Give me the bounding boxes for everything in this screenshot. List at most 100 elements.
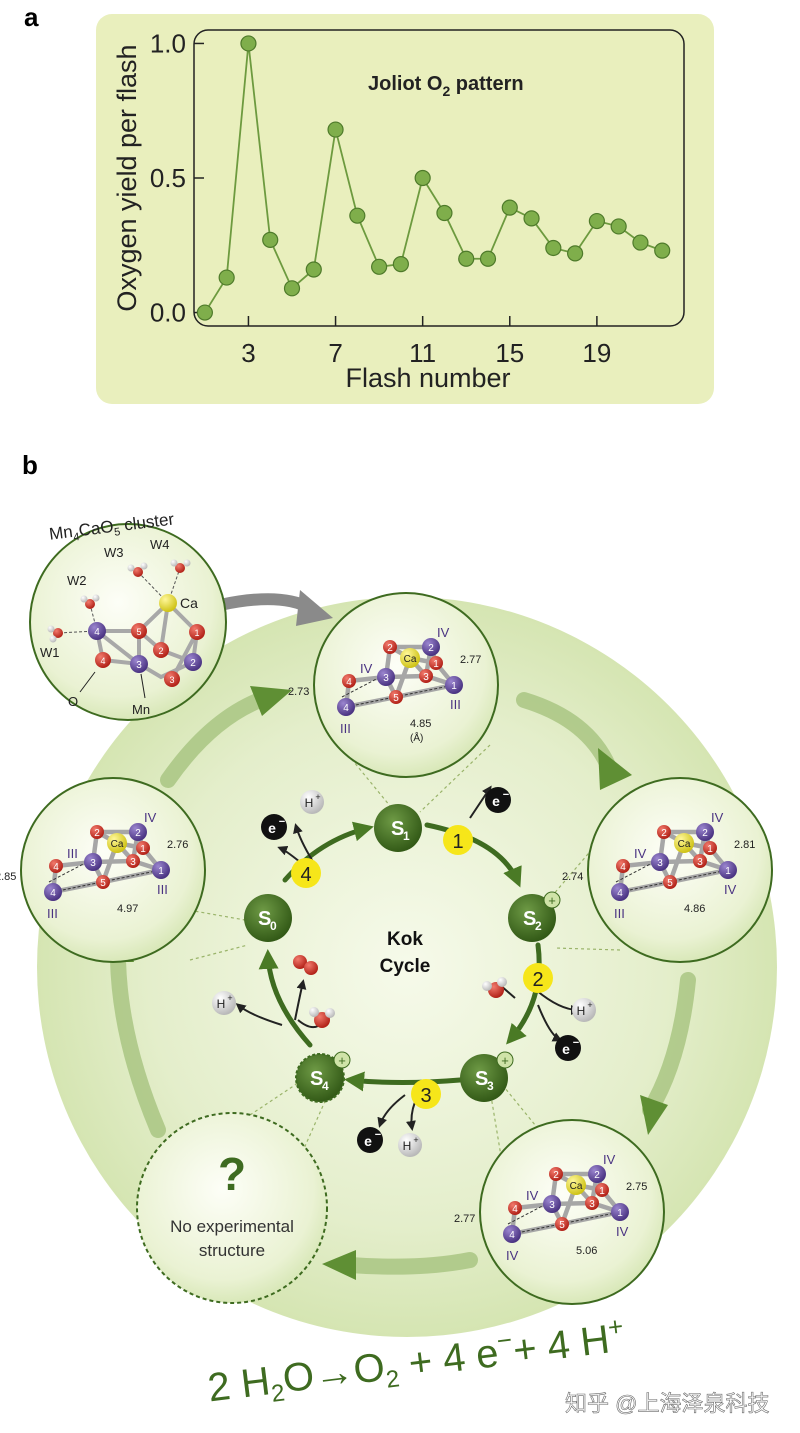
y-tick-label: 0.0 xyxy=(150,298,186,328)
svg-text:4: 4 xyxy=(512,1204,518,1215)
proton-s4: H + xyxy=(212,991,236,1015)
svg-text:1: 1 xyxy=(194,628,199,638)
data-point xyxy=(240,35,257,52)
data-point xyxy=(654,242,671,259)
y-tick-label: 1.0 xyxy=(150,28,186,58)
data-point xyxy=(523,210,540,227)
svg-text:Ca: Ca xyxy=(678,839,691,850)
svg-text:III: III xyxy=(614,906,625,921)
flash-4: 4 xyxy=(291,858,321,888)
svg-text:5: 5 xyxy=(667,878,673,889)
data-point xyxy=(567,245,584,262)
data-point xyxy=(436,204,453,222)
svg-text:e: e xyxy=(268,820,276,836)
svg-text:4: 4 xyxy=(509,1230,515,1241)
svg-text:+: + xyxy=(338,1053,346,1068)
svg-text:3: 3 xyxy=(420,1085,431,1107)
svg-text:1: 1 xyxy=(725,866,731,877)
svg-text:2.74: 2.74 xyxy=(562,871,583,883)
x-tick-label: 3 xyxy=(241,338,255,368)
electron-s0: e − xyxy=(261,814,287,840)
chart-frame xyxy=(96,14,714,404)
svg-text:4: 4 xyxy=(300,864,311,886)
svg-text:+: + xyxy=(315,792,320,802)
svg-text:e: e xyxy=(364,1133,372,1149)
svg-text:2: 2 xyxy=(661,828,667,839)
o2-molecule xyxy=(293,955,318,975)
svg-text:5: 5 xyxy=(559,1220,565,1231)
svg-text:2: 2 xyxy=(553,1170,559,1181)
svg-text:+: + xyxy=(227,993,232,1003)
cluster-w2-label: W2 xyxy=(67,573,87,588)
state-s3: S 3 + xyxy=(460,1051,514,1102)
svg-text:3: 3 xyxy=(136,660,142,671)
svg-text:−: − xyxy=(375,1129,381,1141)
electron-s3: e − xyxy=(357,1127,383,1153)
proton-s2: H + xyxy=(572,998,596,1022)
flash-3: 3 xyxy=(411,1079,441,1109)
no-structure-line-2: structure xyxy=(199,1241,265,1260)
svg-text:III: III xyxy=(340,721,351,736)
svg-text:III: III xyxy=(67,846,78,861)
state-s0: S 0 xyxy=(244,894,292,942)
x-tick-label: 19 xyxy=(582,338,611,368)
x-tick-label: 11 xyxy=(409,338,436,368)
panel-a-letter: a xyxy=(24,2,39,32)
svg-text:1: 1 xyxy=(452,831,463,853)
svg-text:IV: IV xyxy=(711,810,724,825)
svg-text:3: 3 xyxy=(697,857,703,868)
y-axis-label: Oxygen yield per flash xyxy=(112,44,142,311)
data-point xyxy=(588,212,605,230)
data-point xyxy=(327,121,344,138)
data-point xyxy=(218,269,235,286)
proton-s3: H + xyxy=(398,1133,422,1157)
svg-text:IV: IV xyxy=(616,1224,629,1239)
flash-1: 1 xyxy=(443,825,473,855)
data-point xyxy=(371,258,388,275)
svg-text:III: III xyxy=(450,697,461,712)
cluster-to-s1-arrow xyxy=(214,590,333,626)
cluster-w1-label: W1 xyxy=(40,645,60,660)
svg-text:2: 2 xyxy=(594,1170,600,1181)
data-point xyxy=(632,234,649,251)
svg-text:1: 1 xyxy=(451,681,457,692)
outer-cycle-arrows xyxy=(103,686,696,1280)
svg-text:IV: IV xyxy=(724,882,737,897)
svg-text:2.75: 2.75 xyxy=(626,1181,647,1193)
svg-text:4: 4 xyxy=(346,677,352,688)
svg-text:4.97: 4.97 xyxy=(117,903,138,915)
svg-text:Ca: Ca xyxy=(111,839,124,850)
cluster-w4-label: W4 xyxy=(150,537,170,552)
svg-text:4: 4 xyxy=(94,627,100,638)
structure-bubbles: 421354321Ca2.732.774.85(Å)IVIVIIIIII4213… xyxy=(0,592,773,1305)
svg-text:3: 3 xyxy=(589,1199,595,1210)
svg-text:IV: IV xyxy=(603,1152,616,1167)
svg-text:1: 1 xyxy=(433,659,439,670)
svg-text:S: S xyxy=(523,908,536,930)
data-point xyxy=(501,199,518,216)
data-point xyxy=(458,250,475,267)
svg-text:5: 5 xyxy=(393,693,399,704)
s4-bubble: ? No experimental structure xyxy=(136,1112,328,1304)
watermark: 知乎 @上海泽泉科技 xyxy=(565,1391,769,1416)
svg-text:IV: IV xyxy=(144,810,157,825)
svg-text:4: 4 xyxy=(617,888,623,899)
series-line xyxy=(204,43,663,314)
center-label-kok: Kok xyxy=(387,929,423,950)
water-s4 xyxy=(309,1007,335,1028)
chart-series xyxy=(196,35,671,321)
svg-text:2: 2 xyxy=(387,643,393,654)
svg-text:1: 1 xyxy=(403,829,410,843)
svg-text:H: H xyxy=(305,796,314,810)
svg-text:IV: IV xyxy=(526,1188,539,1203)
svg-text:S: S xyxy=(391,818,404,840)
svg-text:H: H xyxy=(577,1004,586,1018)
svg-text:4.85: 4.85 xyxy=(410,718,431,730)
data-point xyxy=(414,169,431,187)
flash-2: 2 xyxy=(523,963,553,993)
y-tick-label: 0.5 xyxy=(150,163,186,193)
cluster-bubble: 4 3 2 1 5 2 3 4 Ca W3 W4 W2 W1 O Mn xyxy=(29,523,227,721)
svg-text:1: 1 xyxy=(158,866,164,877)
